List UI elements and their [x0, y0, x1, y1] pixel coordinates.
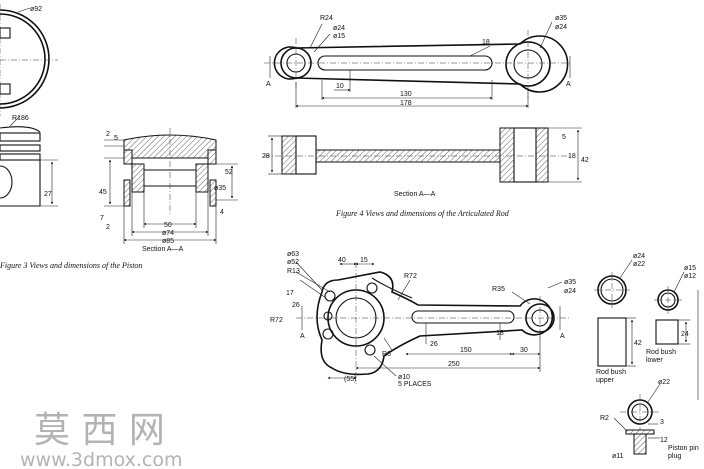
piston-dim-d5: 5	[114, 135, 118, 142]
rod-dim-d42: 42	[581, 157, 589, 164]
bush-lower-label-1: Rod bush	[646, 349, 676, 356]
rod-bush-lower	[654, 271, 699, 400]
rod-dim-d178: 178	[400, 100, 412, 107]
rod-dim-d35: ø35	[555, 15, 567, 22]
rod-dim-d15: ø15	[333, 33, 345, 40]
piston-dim-d45: 45	[99, 189, 107, 196]
pin-dim-r2: R2	[600, 415, 609, 422]
bush-lower-label-2: lower	[646, 357, 663, 364]
master-dim-d40: 40	[338, 257, 346, 264]
piston-front-view	[0, 115, 58, 207]
rod-caption: Figure 4 Views and dimensions of the Art…	[335, 209, 510, 218]
rod-dim-d24a: ø24	[333, 25, 345, 32]
piston-dim-d27: 27	[44, 191, 52, 198]
rod-dim-d18: 18	[482, 39, 490, 46]
master-dim-d250: 250	[448, 361, 460, 368]
master-dim-d63: ø63	[287, 251, 299, 258]
master-dim-d10: ø10	[398, 374, 410, 381]
bush-dim-d24b: 24	[681, 331, 689, 338]
piston-dim-d74: ø74	[162, 230, 174, 237]
rod-dim-d28: 28	[262, 153, 270, 160]
piston-section-view	[104, 128, 238, 244]
bush-dim-d42: 42	[634, 340, 642, 347]
master-rod-view	[295, 261, 570, 384]
pin-dim-d12: 12	[660, 437, 668, 444]
piston-dim-d2a: 2	[106, 131, 110, 138]
piston-caption: Figure 3 Views and dimensions of the Pis…	[0, 261, 142, 270]
master-dim-d26a: 26	[292, 302, 300, 309]
piston-dim-d35: ø35	[214, 185, 226, 192]
master-dim-d52: ø52	[287, 259, 299, 266]
master-dim-r72a: R72	[404, 273, 417, 280]
bush-dim-d22: ø22	[633, 261, 645, 268]
pin-label-1: Piston pin	[668, 445, 699, 452]
master-cut-a2: A	[560, 333, 565, 340]
master-dim-d24: ø24	[564, 288, 576, 295]
bush-dim-d24: ø24	[633, 253, 645, 260]
rod-dim-d5: 5	[562, 134, 566, 141]
master-dim-d30: 30	[520, 347, 528, 354]
piston-dim-d50: 50	[164, 222, 172, 229]
piston-top-view	[0, 4, 58, 116]
piston-dim-d52: 52	[225, 169, 233, 176]
piston-pin-plug	[613, 383, 661, 455]
master-dim-d26b: 26	[430, 341, 438, 348]
rod-dim-r24: R24	[320, 15, 333, 22]
pin-label-2: plug	[668, 453, 681, 460]
bush-upper-label-1: Rod bush	[596, 369, 626, 376]
rod-bush-upper	[594, 259, 636, 367]
rod-cut-a2: A	[566, 81, 571, 88]
rod-dim-d10: 10	[336, 83, 344, 90]
master-dim-places: 5 PLACES	[398, 381, 432, 388]
rod-cut-a1: A	[266, 81, 271, 88]
rod-dim-d130: 130	[400, 91, 412, 98]
pin-dim-d11: ø11	[612, 453, 624, 460]
pin-dim-d22: ø22	[658, 379, 670, 386]
master-dim-d35: ø35	[564, 279, 576, 286]
piston-dim-d7: 7	[100, 215, 104, 222]
rod-dim-d18b: 18	[568, 153, 576, 160]
rod-section-view	[264, 127, 582, 183]
master-dim-d17: 17	[286, 290, 294, 297]
piston-dim-d2b: 2	[106, 224, 110, 231]
master-dim-d15: 15	[360, 257, 368, 264]
master-dim-r6: R6	[382, 351, 391, 358]
bush-dim-d15: ø15	[684, 265, 696, 272]
master-dim-r72b: R72	[270, 317, 283, 324]
master-cut-a1: A	[300, 333, 305, 340]
pin-dim-d3: 3	[660, 419, 664, 426]
bush-dim-d12: ø12	[684, 273, 696, 280]
master-dim-r35: R35	[492, 286, 505, 293]
master-dim-d150: 150	[460, 347, 472, 354]
master-dim-r13: R13	[287, 268, 300, 275]
piston-dim-d92: ø92	[30, 6, 42, 13]
piston-dim-r186: R186	[12, 115, 29, 122]
watermark-url: www.3dmox.com	[20, 449, 182, 469]
bush-upper-label-2: upper	[596, 377, 615, 384]
piston-dim-d85: ø85	[162, 238, 174, 245]
master-dim-d55: (55)	[344, 376, 356, 383]
piston-section-label: Section A—A	[142, 246, 184, 253]
watermark-logo-text: 莫 西 网	[34, 410, 165, 451]
piston-dim-d4: 4	[220, 209, 224, 216]
rod-dim-d24b: ø24	[555, 24, 567, 31]
master-dim-d18: 18	[496, 330, 504, 337]
rod-top-view	[264, 21, 572, 108]
rod-section-label: Section A—A	[394, 191, 436, 198]
